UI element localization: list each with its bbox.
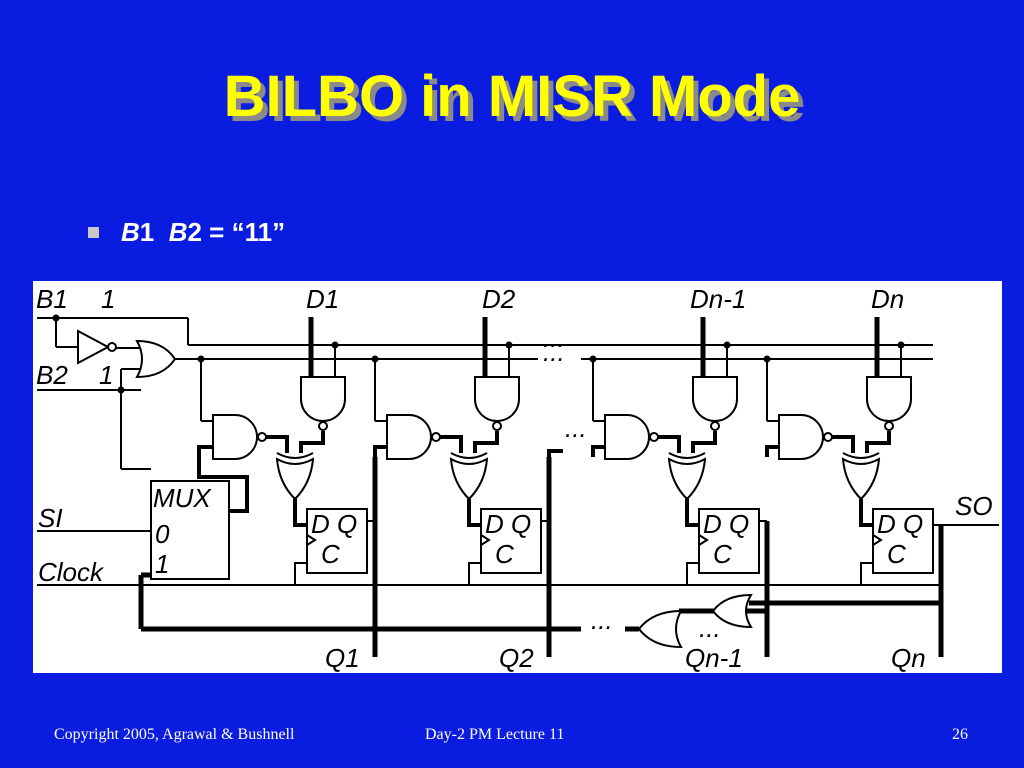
ff4-dq-label: D Q [877,509,923,539]
label-q2: Q2 [499,643,534,673]
data-input-wires [308,317,880,381]
ff1-c-label: C [321,539,340,569]
or-gate [135,339,177,379]
label-q1: Q1 [325,643,360,673]
ff3-c-label: C [713,539,732,569]
label-si: SI [38,503,63,533]
ff1-dq-label: D Q [311,509,357,539]
ellipsis-top-2: ... [543,337,565,367]
label-clock: Clock [38,557,105,587]
label-d2: D2 [482,284,516,314]
label-b1-value: 1 [101,284,115,314]
ellipsis-bottom-1: ... [591,605,613,635]
ff3-dq-label: D Q [703,509,749,539]
inverter-gate [77,329,117,365]
label-b2: B2 [36,360,68,390]
label-dn-1: Dn-1 [690,284,746,314]
label-mux: MUX [153,483,212,513]
bullet-text: B1 B2 = “11” [121,216,286,247]
ff2-dq-label: D Q [485,509,531,539]
footer-page-number: 26 [952,726,968,743]
ff4-c-label: C [887,539,906,569]
slide-title: BILBO in MISR Mode [223,64,801,129]
label-mux-0: 0 [155,519,170,549]
bullet-item: B1 B2 = “11” [88,212,285,252]
label-so: SO [955,491,993,521]
diagram-labels: B1 1 B2 1 SI Clock SO MUX 0 1 D1 D2 Dn-1… [36,284,993,673]
label-mux-1: 1 [155,549,169,579]
flip-flops [306,508,934,574]
ellipsis-top-1: ... [543,323,565,353]
footer-lecture: Day-2 PM Lecture 11 [425,726,565,743]
label-b2-value: 1 [99,360,113,390]
footer-copyright: Copyright 2005, Agrawal & Bushnell [54,726,295,743]
label-qn: Qn [891,643,926,673]
bullet-square-icon [88,226,99,238]
mux-block [150,480,230,580]
ff2-c-label: C [495,539,514,569]
circuit-svg: B1 1 B2 1 SI Clock SO MUX 0 1 D1 D2 Dn-1… [36,284,999,673]
ellipsis-bottom-2: ... [699,613,721,643]
label-b1: B1 [36,284,68,314]
bilbo-misr-circuit-diagram: B1 1 B2 1 SI Clock SO MUX 0 1 D1 D2 Dn-1… [33,281,1002,673]
label-qn-1: Qn-1 [685,643,743,673]
ellipsis-middle: ... [565,413,587,443]
feedback-xor-gates [637,593,753,649]
label-d1: D1 [306,284,339,314]
stage-gates [212,376,912,500]
label-dn: Dn [871,284,904,314]
